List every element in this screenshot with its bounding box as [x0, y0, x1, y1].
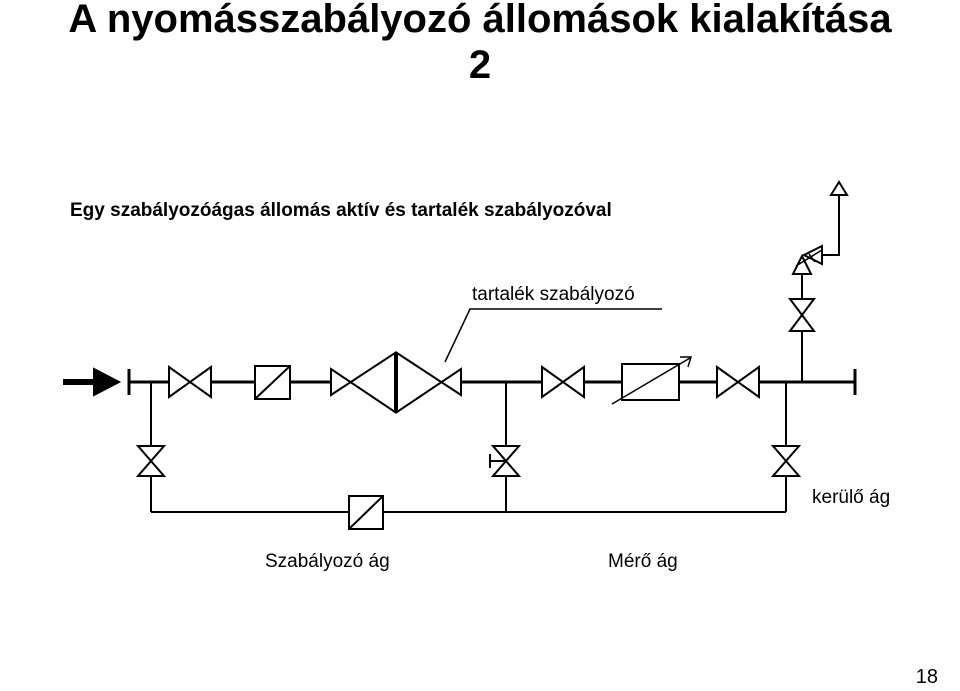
reserve-regulator-icon: [396, 351, 462, 414]
metering-branch-valve-icon: [489, 445, 522, 477]
vent-outlet-icon: [829, 180, 849, 196]
label-metering-branch: Mérő ág: [608, 551, 678, 572]
bypass-branch-valve-icon: [770, 445, 802, 477]
label-regulator-branch: Szabályozó ág: [265, 551, 390, 572]
regulator-branch-valve-icon: [135, 445, 167, 477]
gas-meter-icon: [611, 356, 693, 405]
diagram-heading: Egy szabályozóágas állomás aktív és tart…: [70, 200, 612, 221]
page-title: A nyomásszabályozó állomások kialakítása…: [0, 0, 960, 88]
active-regulator-icon: [330, 351, 396, 414]
label-bypass-branch: kerülő ág: [812, 487, 890, 508]
reserve-regulator-leader: [444, 308, 662, 363]
inlet-filter-icon: [254, 365, 291, 400]
label-reserve-regulator: tartalék szabályozó: [472, 284, 635, 305]
page-number: 18: [915, 666, 938, 688]
vent-valve-icon: [788, 298, 816, 332]
title-line-2: 2: [468, 43, 492, 87]
vent-pipeline: [801, 196, 840, 382]
bypass-filter-icon: [348, 495, 384, 530]
title-line-1: A nyomásszabályozó állomások kialakítása: [68, 0, 892, 41]
meter-inlet-valve-icon: [541, 365, 585, 399]
inlet-arrow-icon: [63, 367, 122, 397]
bypass-pipeline: [150, 382, 787, 513]
safety-relief-valve-icon: [791, 244, 823, 275]
outlet-valve-icon: [716, 365, 760, 399]
inlet-valve-icon: [168, 365, 212, 399]
